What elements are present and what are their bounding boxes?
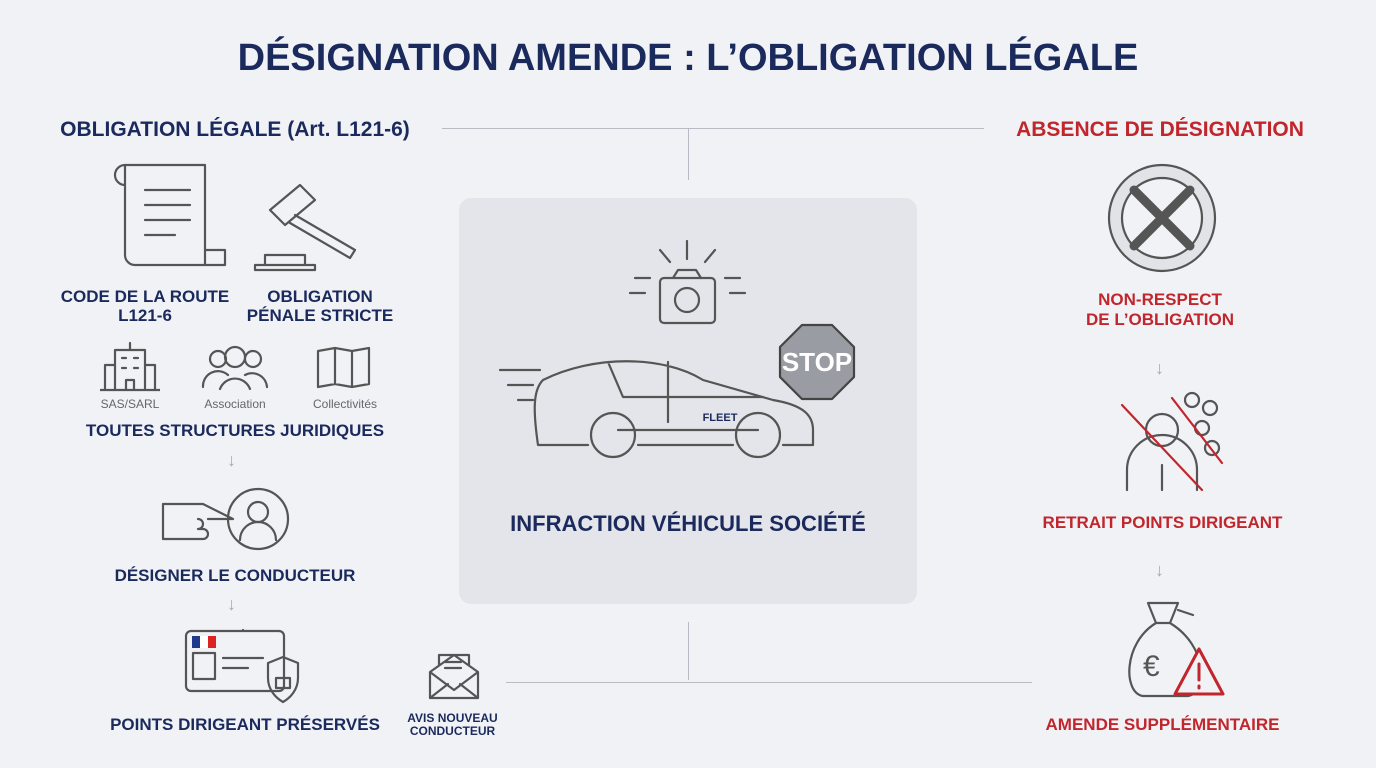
people-icon [201, 345, 269, 390]
arrow-down-icon: ↓ [227, 450, 236, 470]
building-icon [100, 341, 160, 392]
left-heading: OBLIGATION LÉGALE (Art. L121-6) [60, 118, 410, 141]
penal-label: OBLIGATION PÉNALE STRICTE [246, 287, 394, 325]
points-label: RETRAIT POINTS DIRIGEANT [1042, 513, 1283, 532]
license-shield-icon [184, 628, 300, 704]
infraction-label: INFRACTION VÉHICULE SOCIÉTÉ [510, 511, 866, 536]
arrow-down-icon: ↓ [1155, 560, 1164, 580]
stop-sign-icon [778, 323, 856, 401]
divider [688, 128, 689, 180]
euro-symbol: € [1143, 650, 1160, 683]
structures-label: TOUTES STRUCTURES JURIDIQUES [85, 421, 385, 440]
envelope-icon [428, 653, 480, 700]
fine-label: AMENDE SUPPLÉMENTAIRE [1045, 715, 1280, 734]
designate-label: DÉSIGNER LE CONDUCTEUR [114, 566, 356, 585]
right-heading: ABSENCE DE DÉSIGNATION [1016, 118, 1304, 141]
arrow-down-icon: ↓ [227, 594, 236, 614]
warning-icon [1173, 647, 1225, 696]
flag-icon [316, 346, 371, 389]
structure-label: SAS/SARL [100, 397, 160, 411]
structure-label: Collectivités [312, 397, 378, 411]
point-to-person-icon [161, 487, 290, 551]
fleet-logo: FLEET [702, 412, 738, 424]
points-removed-icon [1120, 391, 1224, 492]
preserved-label: POINTS DIRIGEANT PRÉSERVÉS [110, 715, 380, 734]
gavel-icon [253, 183, 357, 272]
code-label: CODE DE LA ROUTE L121-6 [60, 287, 230, 325]
divider [442, 128, 984, 129]
notice-label: AVIS NOUVEAU CONDUCTEUR [407, 711, 498, 739]
structure-label: Association [204, 397, 266, 411]
page-title: DÉSIGNATION AMENDE : L’OBLIGATION LÉGALE [237, 37, 1139, 79]
no-entry-icon [1107, 163, 1217, 273]
french-flag-icon [192, 636, 216, 648]
car-icon [498, 360, 815, 459]
money-bag-icon [1128, 601, 1203, 698]
divider [688, 622, 689, 680]
divider [506, 682, 1032, 683]
scroll-document-icon [113, 163, 227, 267]
stop-label: STOP [781, 347, 853, 377]
arrow-down-icon: ↓ [1155, 358, 1164, 378]
speed-camera-icon [628, 239, 747, 325]
non-respect-label: NON-RESPECT DE L’OBLIGATION [1086, 290, 1234, 330]
